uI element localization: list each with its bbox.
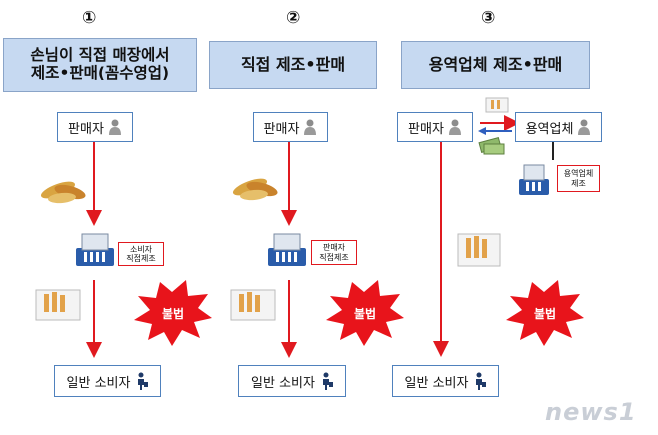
- person-icon: [448, 119, 461, 135]
- illegal-label-col2: 불법: [326, 280, 404, 346]
- header-col-2-line-1: 직접 제조•판매: [240, 54, 346, 74]
- rolling-machine-icon: [519, 164, 549, 195]
- header-col-3: 용역업체 제조•판매: [401, 41, 590, 89]
- arrow-col3-to-seller-head: [478, 127, 486, 135]
- cigarette-pack-icon: [485, 97, 509, 113]
- maker-tag-col2: 판매자 직접제조: [311, 240, 357, 265]
- person-icon: [108, 119, 121, 135]
- rolling-machine-icon: [76, 233, 114, 266]
- header-col-1-line-1: 손님이 직접 매장에서: [30, 46, 170, 65]
- maker-tag-line-1: 판매자: [322, 243, 346, 253]
- maker-tag-col1: 소비자 직접제조: [118, 242, 164, 266]
- walking-person-icon: [476, 372, 487, 390]
- consumer-box-col2: 일반 소비자: [238, 365, 346, 397]
- tobacco-leaf-icon: [40, 181, 86, 204]
- contractor-box: 용역업체: [515, 112, 602, 142]
- illegal-burst-col1: [134, 280, 212, 346]
- rolling-machine-icon: [268, 233, 306, 266]
- illegal-burst-col3: [506, 280, 584, 346]
- maker-tag-line-2: 직접제조: [319, 252, 349, 262]
- walking-person-icon: [322, 372, 333, 390]
- illegal-label-col3: 불법: [506, 280, 584, 346]
- news1-watermark: news1: [545, 398, 637, 426]
- seller-label: 판매자: [68, 121, 104, 137]
- header-col-2: 직접 제조•판매: [209, 41, 377, 89]
- illegal-text: 불법: [533, 306, 557, 321]
- column-number-3: ③: [481, 8, 496, 28]
- person-icon: [578, 119, 591, 135]
- consumer-label: 일반 소비자: [251, 375, 315, 391]
- illegal-label-col1: 불법: [134, 280, 212, 346]
- header-col-1: 손님이 직접 매장에서 제조•판매(꼼수영업): [3, 38, 197, 92]
- cigarette-pack-icon: [230, 289, 276, 321]
- tobacco-leaf-icon: [232, 178, 278, 201]
- maker-tag-line-2: 제조: [571, 178, 586, 188]
- person-icon: [304, 119, 317, 135]
- seller-box-col1: 판매자: [57, 112, 133, 142]
- maker-tag-line-1: 용역업체: [563, 169, 594, 179]
- seller-label: 판매자: [408, 121, 444, 137]
- money-icon: [478, 136, 505, 155]
- maker-tag-line-1: 소비자: [129, 244, 153, 254]
- cigarette-pack-icon: [457, 233, 501, 267]
- illegal-burst-col2: [326, 280, 404, 346]
- maker-tag-line-2: 직접제조: [126, 254, 156, 263]
- consumer-box-col1: 일반 소비자: [54, 365, 161, 397]
- seller-box-col3: 판매자: [397, 112, 473, 142]
- illegal-text: 불법: [161, 306, 185, 321]
- header-col-3-line-1: 용역업체 제조•판매: [428, 54, 563, 74]
- cigarette-pack-icon: [35, 289, 81, 321]
- column-number-2: ②: [286, 8, 301, 28]
- maker-tag-col3: 용역업체 제조: [557, 165, 600, 192]
- contractor-label: 용역업체: [525, 121, 574, 137]
- seller-box-col2: 판매자: [253, 112, 328, 142]
- consumer-label: 일반 소비자: [66, 375, 131, 391]
- seller-label: 판매자: [263, 121, 300, 137]
- consumer-box-col3: 일반 소비자: [392, 365, 499, 397]
- header-col-1-line-2: 제조•판매(꼼수영업): [30, 64, 170, 82]
- illegal-text: 불법: [353, 306, 377, 321]
- walking-person-icon: [138, 372, 149, 390]
- column-number-1: ①: [82, 8, 97, 28]
- consumer-label: 일반 소비자: [404, 375, 469, 391]
